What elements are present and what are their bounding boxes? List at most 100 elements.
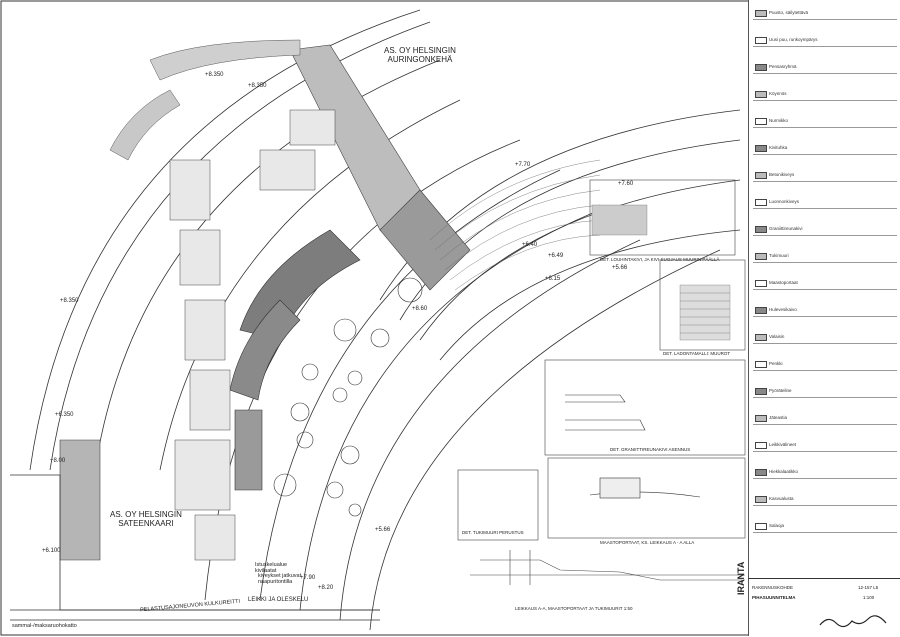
legend-item: Jäteastia <box>769 415 788 420</box>
level-marker: +8.60 <box>412 306 428 312</box>
legend-item: Köynnös <box>769 91 787 96</box>
legend-swatch <box>755 10 767 17</box>
label-building-west: AS. OY HELSINGIN SATEENKAARI <box>110 510 182 528</box>
level-marker: +7.70 <box>515 162 531 168</box>
building-units <box>169 109 336 561</box>
signature-stamp <box>818 613 888 631</box>
legend-divider <box>753 208 897 209</box>
level-marker: +7.60 <box>618 181 634 187</box>
step-lines <box>429 159 601 291</box>
legend-item: Puusto, säilytettävä <box>769 10 809 15</box>
legend-divider <box>753 73 897 74</box>
legend-item: Graniittireunakivi <box>769 226 803 231</box>
title-project: RAKENNUSKOHDE <box>752 585 794 590</box>
legend-swatch <box>755 91 767 98</box>
level-marker: +6.100 <box>42 548 61 554</box>
label-building-north: AS. OY HELSINGIN AURINGONKEHÄ <box>384 46 456 64</box>
note-pavement: LEIKKI JA OLESKELU <box>248 597 309 603</box>
title-block: RAKENNUSKOHDE PIHASUUNNITELMA 1:100 12-1… <box>748 578 900 637</box>
legend-swatch <box>755 523 767 530</box>
legend-item: Nurmikko <box>769 118 789 123</box>
detail-title-3: DET. GRANIITTIREUNAKIVI ASENNUS <box>610 447 691 452</box>
legend-swatch <box>755 361 767 368</box>
legend-swatch <box>755 415 767 422</box>
level-marker: +6.350 <box>55 412 74 418</box>
title-number: 12-157 L5 <box>858 585 879 590</box>
level-marker: +6.49 <box>548 253 564 259</box>
legend-divider <box>753 478 897 479</box>
detail-frames <box>457 179 746 541</box>
legend-divider <box>753 100 897 101</box>
legend-swatch <box>755 253 767 260</box>
legend-item: Penkki <box>769 361 783 366</box>
legend-divider <box>753 127 897 128</box>
legend-swatch <box>755 442 767 449</box>
legend-item: Hulevesikaivo <box>769 307 797 312</box>
level-marker: +8.20 <box>318 585 334 591</box>
legend-divider <box>753 262 897 263</box>
title-drawing: PIHASUUNNITELMA <box>752 595 796 600</box>
legend-item: Kivituhka <box>769 145 788 150</box>
level-marker: +5.66 <box>612 265 628 271</box>
legend-item: Kasvualusta <box>769 496 794 501</box>
level-marker: +8.00 <box>50 458 66 464</box>
legend-item: Betonikiveys <box>769 172 795 177</box>
shaded-terraces <box>59 39 471 561</box>
legend-item: Pensasryhmä <box>769 64 797 69</box>
edge-label: IRANTA <box>736 561 746 595</box>
arc-lines <box>29 9 741 631</box>
detail-title-1: DET. LOUHINTAKIVI, JA KIVI-SUOJAUS MUURI… <box>600 257 720 262</box>
legend-swatch <box>755 334 767 341</box>
legend-swatch <box>755 226 767 233</box>
legend-divider <box>753 316 897 317</box>
legend-divider <box>753 289 897 290</box>
legend-swatch <box>755 64 767 71</box>
legend-swatch <box>755 199 767 206</box>
masonry-pattern <box>591 204 731 341</box>
section-title: LEIKKAUS A-A, MAASTOPORTAAT JA TUKIMUURI… <box>515 606 633 611</box>
legend-divider <box>753 19 897 20</box>
legend-item: Tukimuuri <box>769 253 789 258</box>
site-boundary <box>10 474 380 621</box>
legend-swatch <box>755 37 767 44</box>
legend-divider <box>753 343 897 344</box>
legend-divider <box>753 397 897 398</box>
level-marker: +8.350 <box>205 72 224 78</box>
detail-sketches <box>565 394 701 499</box>
legend-divider <box>753 505 897 506</box>
legend-item: Pyöräteline <box>769 388 792 393</box>
detail-title-4: DET. TUKIMUURI PERUSTUS <box>462 530 524 535</box>
legend-divider <box>753 154 897 155</box>
level-marker: +6.40 <box>522 242 538 248</box>
legend-item: Luonnonkiveys <box>769 199 800 204</box>
level-marker: +7.90 <box>300 575 316 581</box>
level-marker: +8.350 <box>60 298 79 304</box>
level-marker: +8.350 <box>248 83 267 89</box>
legend-swatch <box>755 118 767 125</box>
legend-item: Hiekkalaatikko <box>769 469 799 474</box>
section-a-a <box>470 550 745 585</box>
legend-swatch <box>755 307 767 314</box>
note-corner: sammal-/maksaruohokatto <box>12 623 77 629</box>
legend-swatch <box>755 172 767 179</box>
legend-item: Maastoportaat <box>769 280 798 285</box>
legend-divider <box>753 46 897 47</box>
legend-divider <box>753 532 897 533</box>
trees <box>273 277 423 517</box>
legend-divider <box>753 235 897 236</box>
legend-item: Leikkivälineet <box>769 442 797 447</box>
legend-divider <box>753 451 897 452</box>
title-scale: 1:100 <box>863 595 875 600</box>
legend-item: Uusi puu, runkoympärys <box>769 37 818 42</box>
legend-swatch <box>755 469 767 476</box>
level-marker: +6.15 <box>545 276 561 282</box>
legend-swatch <box>755 280 767 287</box>
level-marker: +5.66 <box>375 527 391 533</box>
legend-item: Salaoja <box>769 523 785 528</box>
legend-swatch <box>755 496 767 503</box>
legend-swatch <box>755 145 767 152</box>
note-play: kiveykset jatkuvat naapuritontilla <box>258 573 302 585</box>
legend-item: Valaisin <box>769 334 785 339</box>
